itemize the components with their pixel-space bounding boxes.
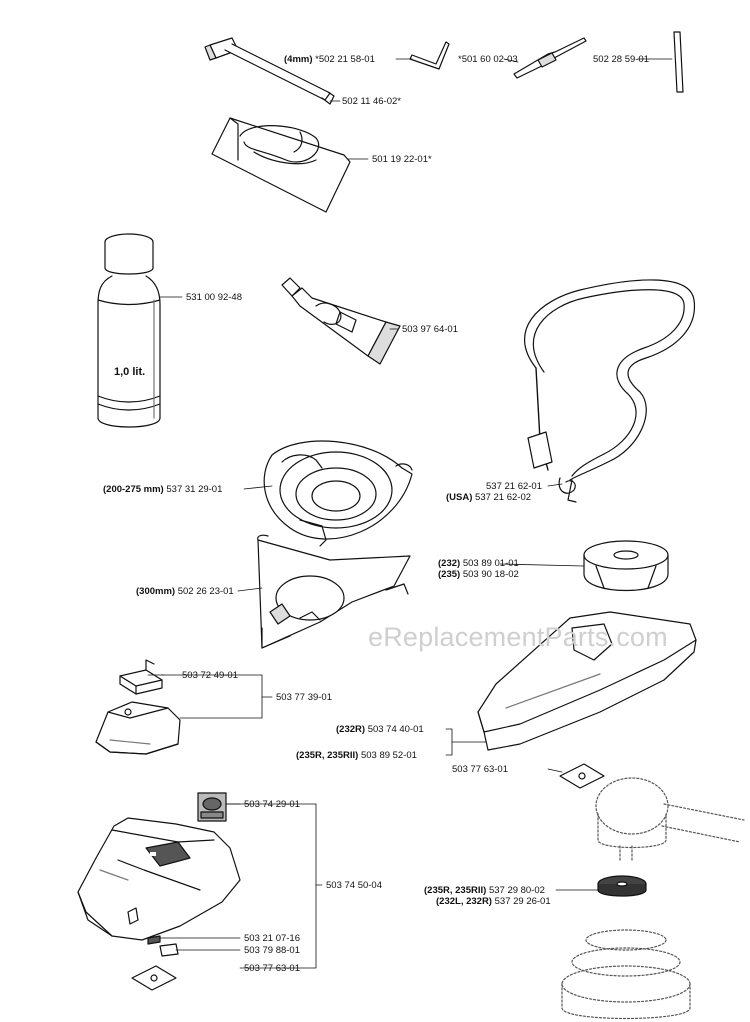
label-spool-235: (235) 503 90 18-02 bbox=[438, 569, 519, 580]
label-guard-235r: (235R, 235RII) 503 89 52-01 bbox=[296, 750, 417, 761]
label-plate-right: 503 77 63-01 bbox=[452, 764, 508, 775]
leader-lines bbox=[147, 58, 673, 969]
label-spool-232: (232) 503 89 01-01 bbox=[438, 558, 519, 569]
label-decal: 503 74 29-01 bbox=[244, 799, 300, 810]
label-oil-bottle: 531 00 92-48 bbox=[186, 292, 242, 303]
clip-icon bbox=[159, 943, 179, 957]
engine-head-icon bbox=[561, 777, 745, 1020]
label-plate-bottom: 503 77 63-01 bbox=[244, 963, 300, 974]
label-tool-bag: 501 19 22-01* bbox=[372, 154, 432, 165]
socket-wrench-icon bbox=[204, 37, 335, 105]
label-harness: 537 21 62-01 bbox=[486, 481, 542, 492]
bottle-label: 1,0 lit. bbox=[114, 366, 146, 378]
label-guard-232r: (232R) 503 74 40-01 bbox=[336, 724, 424, 735]
label-grease-tube: 503 97 64-01 bbox=[402, 324, 458, 335]
washer-icon bbox=[597, 875, 647, 897]
label-pin: *501 60 02-03 bbox=[458, 54, 518, 65]
label-clip: 503 79 88-01 bbox=[244, 945, 300, 956]
label-washer-232: (232L, 232R) 537 29 26-01 bbox=[436, 896, 551, 907]
tool-bag-icon bbox=[211, 117, 351, 213]
allen-key-icon bbox=[409, 41, 450, 70]
small-guard-icon bbox=[95, 701, 181, 755]
label-socket-wrench: 502 11 46-02* bbox=[342, 96, 401, 107]
watermark: eReplacementParts.com bbox=[368, 622, 668, 652]
screw-icon bbox=[147, 935, 161, 945]
large-guard-icon bbox=[77, 817, 241, 941]
spool-icon bbox=[583, 540, 669, 592]
rod-icon bbox=[673, 31, 684, 93]
trimmer-head-icon bbox=[263, 440, 413, 547]
blade-guard-icon bbox=[257, 534, 411, 649]
pin-icon bbox=[513, 37, 587, 79]
oil-bottle-icon bbox=[97, 233, 161, 428]
label-harness-usa: (USA) 537 21 62-02 bbox=[446, 492, 532, 503]
label-bracket: 503 72 49-01 bbox=[182, 670, 238, 681]
label-screw: 503 21 07-16 bbox=[244, 933, 300, 944]
label-rod: 502 28 59-01 bbox=[593, 54, 649, 65]
label-guard-300: (300mm) 502 26 23-01 bbox=[136, 586, 234, 597]
harness-icon bbox=[523, 279, 696, 503]
label-small-guard: 503 77 39-01 bbox=[276, 692, 332, 703]
bracket-icon bbox=[119, 659, 163, 695]
grease-tube-icon bbox=[281, 277, 401, 365]
label-wrench-4mm: (4mm) *502 21 58-01 bbox=[284, 54, 375, 65]
long-guard-icon bbox=[477, 611, 697, 751]
bottom-plate-icon bbox=[131, 965, 177, 991]
decal-icon bbox=[197, 792, 227, 822]
label-washer-235: (235R, 235RII) 537 29 80-02 bbox=[424, 885, 545, 896]
label-big-guard: 503 74 50-04 bbox=[326, 880, 382, 891]
label-trimmer-head: (200-275 mm) 537 31 29-01 bbox=[103, 484, 223, 495]
mounting-plate-icon bbox=[559, 763, 605, 789]
